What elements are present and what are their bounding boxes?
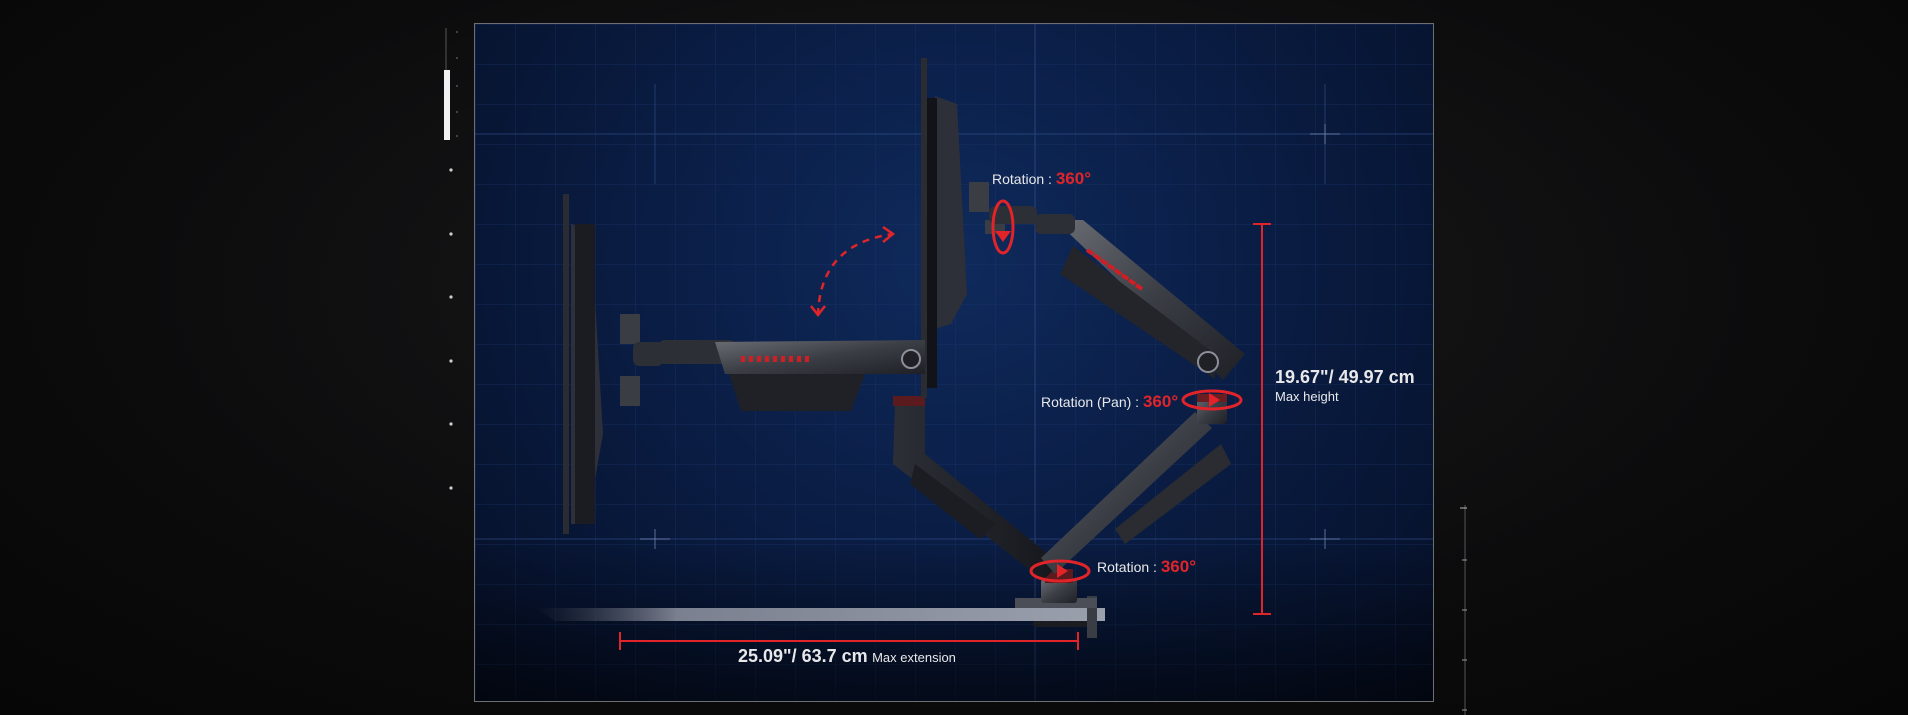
rotation-base-value: 360° (1160, 557, 1196, 576)
arm-upper (1035, 214, 1245, 380)
arm-rear (893, 396, 1060, 580)
rotation-pan-value: 360° (1142, 392, 1179, 411)
rotation-top-label: Rotation : 360° (992, 169, 1091, 188)
rotation-ring-base-icon (1029, 559, 1091, 583)
rotation-base-label: Rotation : 360° (1097, 557, 1196, 576)
max-extension-annotation: 25.09"/ 63.7 cm Max extension (738, 647, 956, 666)
tilt-arrow (810, 225, 896, 318)
monitor-left (563, 194, 663, 534)
monitor-arm-diagram (475, 24, 1433, 701)
max-extension-value: 25.09"/ 63.7 cm (738, 646, 868, 666)
rotation-ring-pan-icon (1181, 389, 1243, 411)
blueprint-panel: Rotation : 360° Rotation (Pan) : 360° Ro… (474, 23, 1434, 702)
right-scale-ruler (1460, 505, 1467, 715)
rotation-ring-top-icon (991, 199, 1015, 255)
height-dimension-line (1253, 223, 1271, 615)
left-scale-ruler (444, 28, 458, 490)
arm-lower (1041, 412, 1231, 574)
max-height-value: 19.67"/ 49.97 cm (1275, 367, 1415, 387)
max-height-annotation: 19.67"/ 49.97 cm Max height (1275, 368, 1415, 403)
max-extension-caption: Max extension (872, 650, 956, 665)
rotation-pan-label: Rotation (Pan) : 360° (1041, 392, 1179, 411)
rotation-top-value: 360° (1055, 169, 1091, 188)
monitor-upright (921, 58, 1037, 398)
extension-dimension-line (619, 632, 1079, 650)
arm-horizontal (657, 340, 925, 411)
max-height-caption: Max height (1275, 389, 1339, 404)
